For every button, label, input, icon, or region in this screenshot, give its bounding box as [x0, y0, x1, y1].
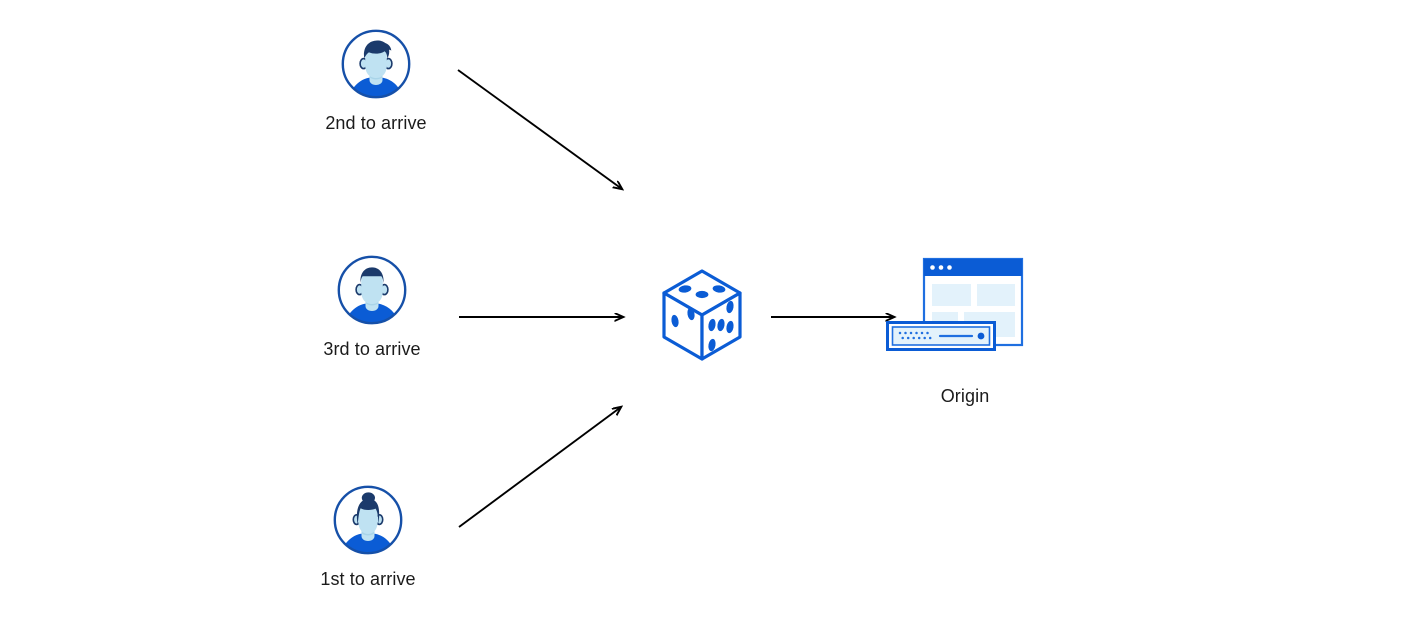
origin-server-icon: [886, 257, 1024, 351]
node-label-client-2nd: 2nd to arrive: [325, 113, 427, 133]
node-label-client-1st: 1st to arrive: [320, 569, 416, 589]
node-client-1st[interactable]: 1st to arrive: [268, 484, 468, 590]
arrow-1st-to-dice: [458, 407, 621, 528]
node-client-3rd[interactable]: 3rd to arrive: [272, 254, 472, 360]
dice-icon: [662, 269, 742, 361]
node-origin[interactable]: Origin: [865, 251, 1065, 407]
user-avatar-icon: [337, 255, 407, 325]
user-avatar-icon: [333, 485, 403, 555]
node-randomizer[interactable]: [652, 263, 752, 371]
node-client-2nd[interactable]: 2nd to arrive: [276, 28, 476, 134]
node-label-origin: Origin: [940, 386, 990, 406]
server-appliance-icon: [886, 321, 996, 351]
server-vent-dots: [898, 331, 932, 340]
user-avatar-icon: [341, 29, 411, 99]
arrow-2nd-to-dice: [457, 69, 622, 189]
window-controls-dots: [930, 265, 952, 270]
node-label-client-3rd: 3rd to arrive: [323, 339, 421, 359]
